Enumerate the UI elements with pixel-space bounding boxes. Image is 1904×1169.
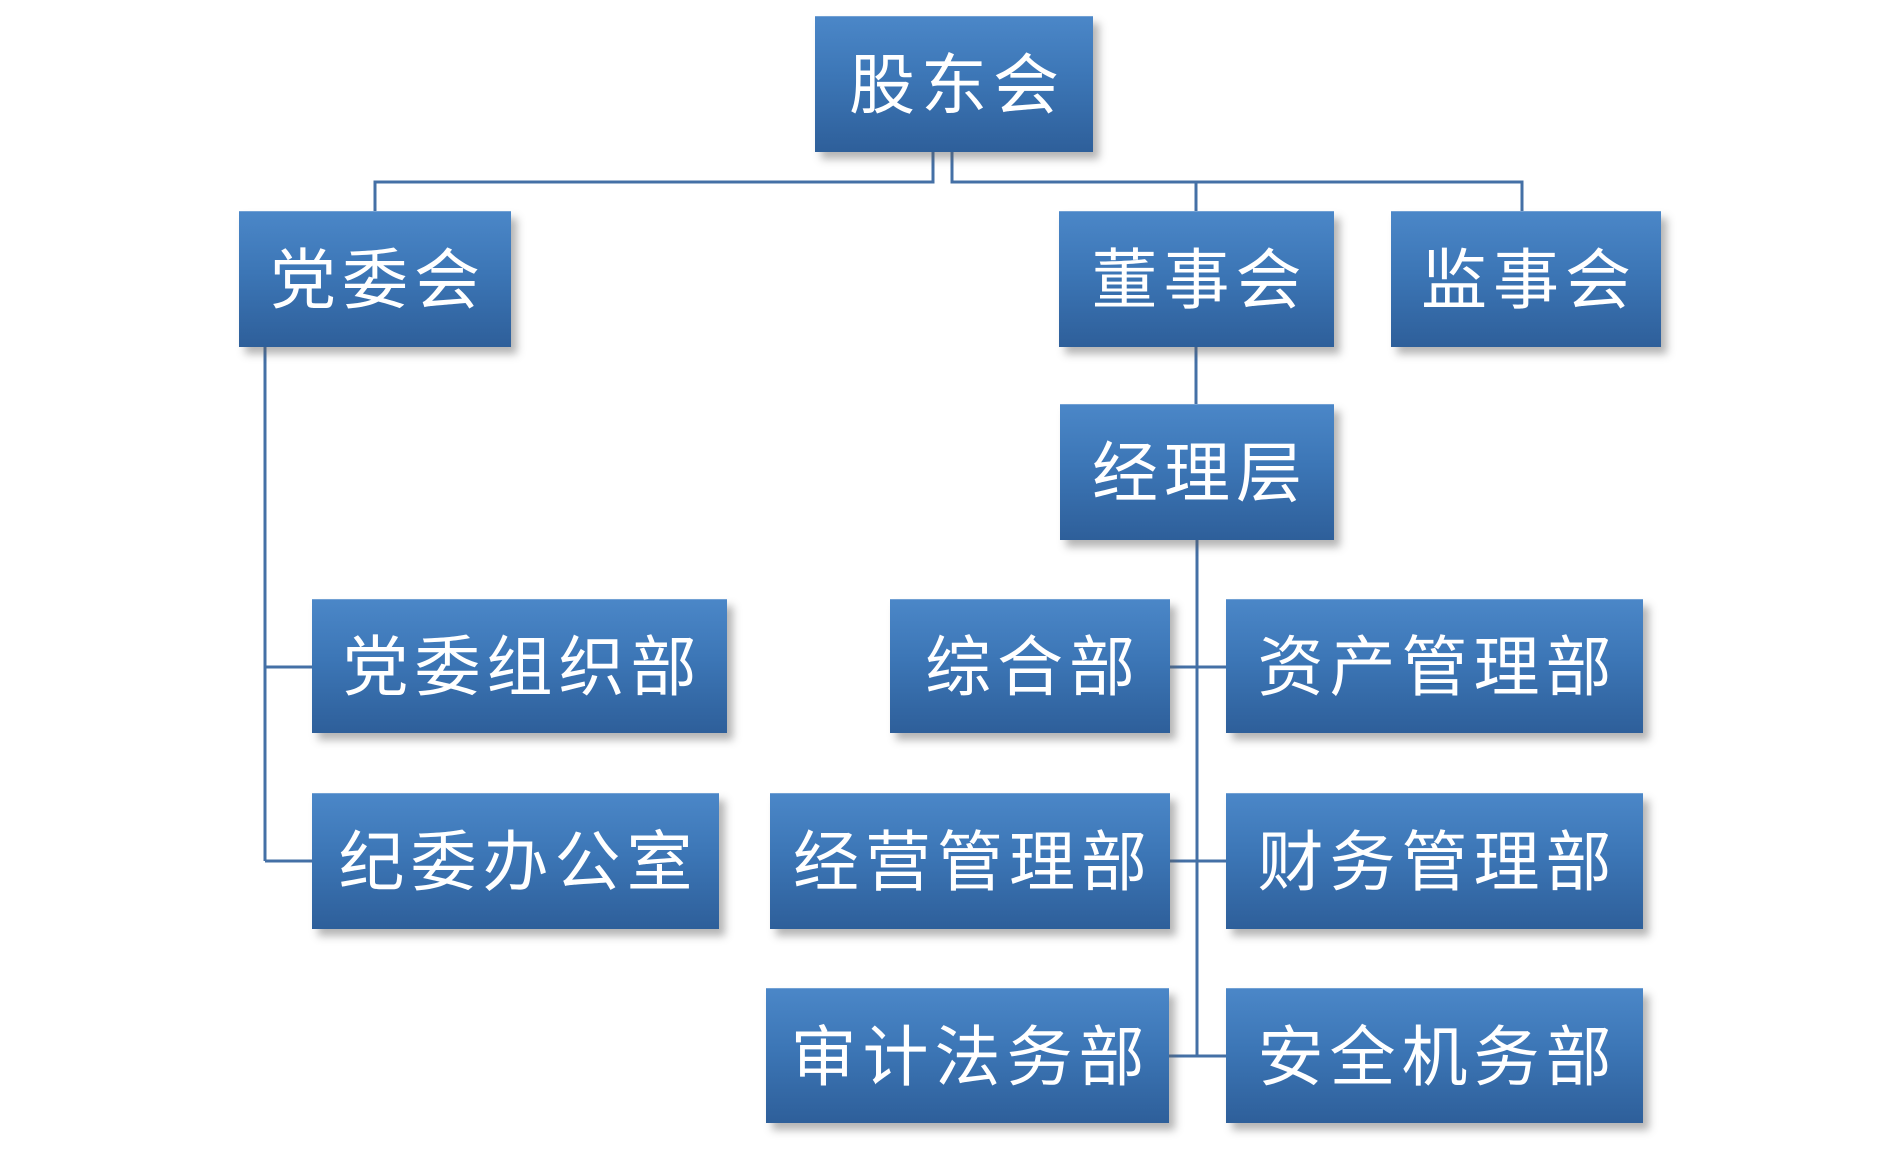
org-node-party-committee: 党委会 [239, 211, 511, 347]
org-node-management-label: 经理层 [1092, 438, 1308, 511]
org-node-discipline-office: 纪委办公室 [312, 793, 719, 929]
org-node-general-dept: 综合部 [890, 599, 1170, 733]
org-node-finance-management-dept-label: 财务管理部 [1257, 827, 1618, 900]
org-node-operations-management-dept: 经营管理部 [770, 793, 1170, 929]
org-node-management: 经理层 [1060, 404, 1334, 540]
org-node-general-dept-label: 综合部 [925, 632, 1141, 705]
org-node-audit-legal-dept-label: 审计法务部 [790, 1021, 1151, 1095]
org-node-operations-management-dept-label: 经营管理部 [793, 827, 1153, 900]
org-node-discipline-office-label: 纪委办公室 [338, 827, 699, 900]
org-node-board-of-directors-label: 董事会 [1091, 245, 1308, 318]
org-node-safety-machinery-dept-label: 安全机务部 [1257, 1021, 1618, 1095]
org-node-finance-management-dept: 财务管理部 [1226, 793, 1643, 929]
org-node-party-organization-dept-label: 党委组织部 [342, 632, 703, 705]
org-node-board-of-directors: 董事会 [1059, 211, 1334, 347]
org-node-party-organization-dept: 党委组织部 [312, 599, 727, 733]
org-node-board-of-supervisors-label: 监事会 [1421, 245, 1637, 318]
org-node-shareholders: 股东会 [815, 16, 1093, 152]
org-node-asset-management-dept: 资产管理部 [1226, 599, 1643, 733]
org-node-board-of-supervisors: 监事会 [1391, 211, 1661, 347]
connector-shareholders-party [373, 152, 935, 211]
org-node-shareholders-label: 股东会 [849, 50, 1065, 123]
org-node-audit-legal-dept: 审计法务部 [766, 988, 1169, 1123]
connector-shareholders-supervisors [950, 152, 1524, 211]
org-node-safety-machinery-dept: 安全机务部 [1226, 988, 1643, 1123]
org-node-party-committee-label: 党委会 [270, 245, 486, 318]
org-node-asset-management-dept-label: 资产管理部 [1257, 632, 1618, 705]
